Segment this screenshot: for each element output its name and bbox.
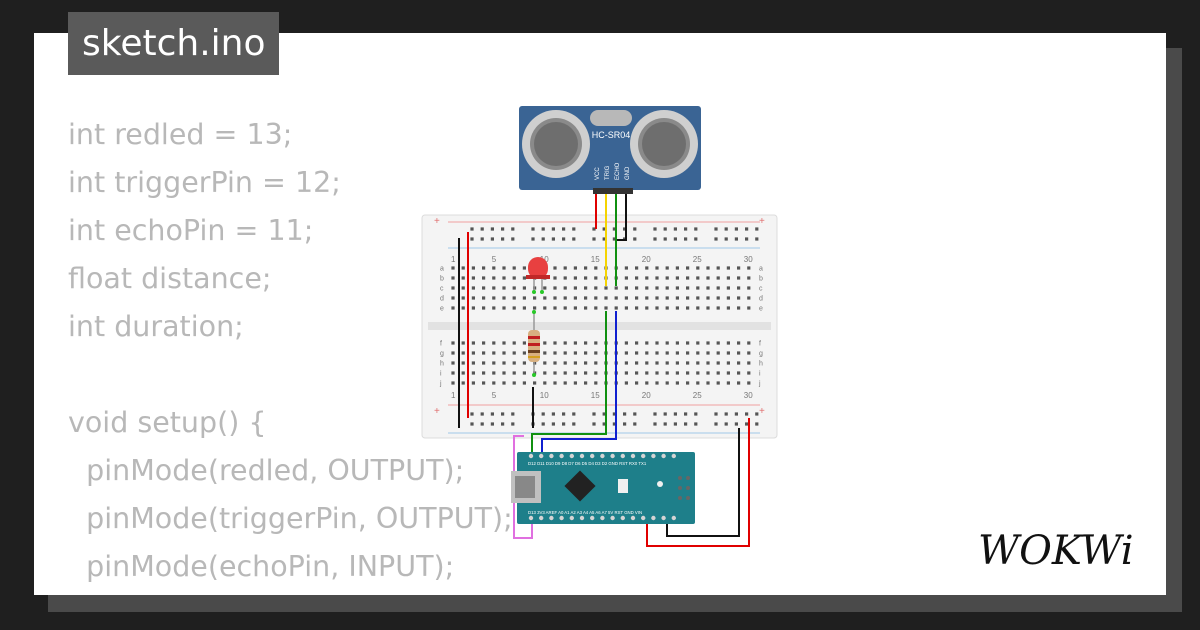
resistor: [528, 310, 540, 377]
code-line: pinMode(redled, OUTPUT);: [68, 454, 465, 487]
code-line: int triggerPin = 12;: [68, 166, 341, 199]
row-letter: j: [439, 381, 442, 388]
pin-label-gnd: GND: [625, 166, 631, 180]
wires: [458, 194, 750, 547]
column-number: 15: [591, 391, 600, 400]
pin-label-trig: TRIG: [605, 165, 611, 180]
code-line: void setup() {: [68, 406, 267, 439]
column-number: 20: [642, 255, 651, 264]
row-letter: g: [440, 351, 444, 358]
column-number: 5: [492, 391, 497, 400]
row-letter: h: [759, 361, 763, 368]
column-number: 30: [744, 255, 753, 264]
column-number: 25: [693, 255, 702, 264]
code-line: int duration;: [68, 310, 244, 343]
row-letter: i: [440, 371, 442, 378]
hc-sr04-sensor: HC-SR04 VCC TRIG ECHO GND: [519, 106, 701, 194]
column-number: 1: [451, 391, 456, 400]
row-letter: g: [759, 351, 763, 358]
arduino-top-pin-labels: D12 D11 D10 D9 D8 D7 D6 D5 D4 D3 D2 GND …: [528, 461, 647, 466]
row-letter: b: [759, 276, 763, 283]
code-line: int redled = 13;: [68, 118, 293, 151]
column-number: 5: [492, 255, 497, 264]
row-letter: e: [440, 306, 444, 313]
row-letter: f: [759, 341, 761, 348]
breadboard-holes: [451, 227, 759, 426]
column-number: 15: [591, 255, 600, 264]
row-letter: a: [440, 266, 444, 273]
column-number: 20: [642, 391, 651, 400]
file-name-tab: sketch.ino: [68, 12, 280, 75]
code-line: pinMode(triggerPin, OUTPUT);: [68, 502, 513, 535]
column-number: 25: [693, 391, 702, 400]
row-letter: c: [440, 286, 444, 293]
svg-text:+: +: [759, 406, 765, 417]
row-letter: d: [440, 296, 444, 303]
code-line: int echoPin = 11;: [68, 214, 314, 247]
svg-text:+: +: [759, 216, 765, 227]
row-letter: i: [759, 371, 761, 378]
pin-label-echo: ECHO: [615, 162, 621, 180]
row-letter: d: [759, 296, 763, 303]
row-letter: h: [440, 361, 444, 368]
row-letter: b: [440, 276, 444, 283]
row-letter: c: [759, 286, 763, 293]
row-letter: j: [758, 381, 761, 388]
brand-logo-text: WOKWi: [978, 528, 1134, 574]
row-letter: f: [440, 341, 442, 348]
column-number: 1: [451, 255, 456, 264]
code-preview: int redled = 13; int triggerPin = 12; int …: [68, 111, 513, 595]
code-line: pinMode(echoPin, INPUT);: [68, 550, 455, 583]
row-letter: e: [759, 306, 763, 313]
row-letter: a: [759, 266, 763, 273]
sensor-model-label: HC-SR04: [592, 130, 631, 140]
column-number: 30: [744, 391, 753, 400]
svg-text:+: +: [434, 406, 440, 417]
wokwi-logo: WOKWi: [978, 524, 1150, 579]
pin-label-vcc: VCC: [595, 167, 601, 180]
svg-text:+: +: [434, 216, 440, 227]
column-number: 10: [540, 391, 549, 400]
red-led: [526, 257, 550, 294]
arduino-bottom-pin-labels: D13 3V3 AREF A0 A1 A2 A3 A4 A5 A6 A7 5V …: [528, 510, 642, 515]
arduino-nano: D12 D11 D10 D9 D8 D7 D6 D5 D4 D3 D2 GND …: [511, 452, 695, 524]
code-line: float distance;: [68, 262, 272, 295]
